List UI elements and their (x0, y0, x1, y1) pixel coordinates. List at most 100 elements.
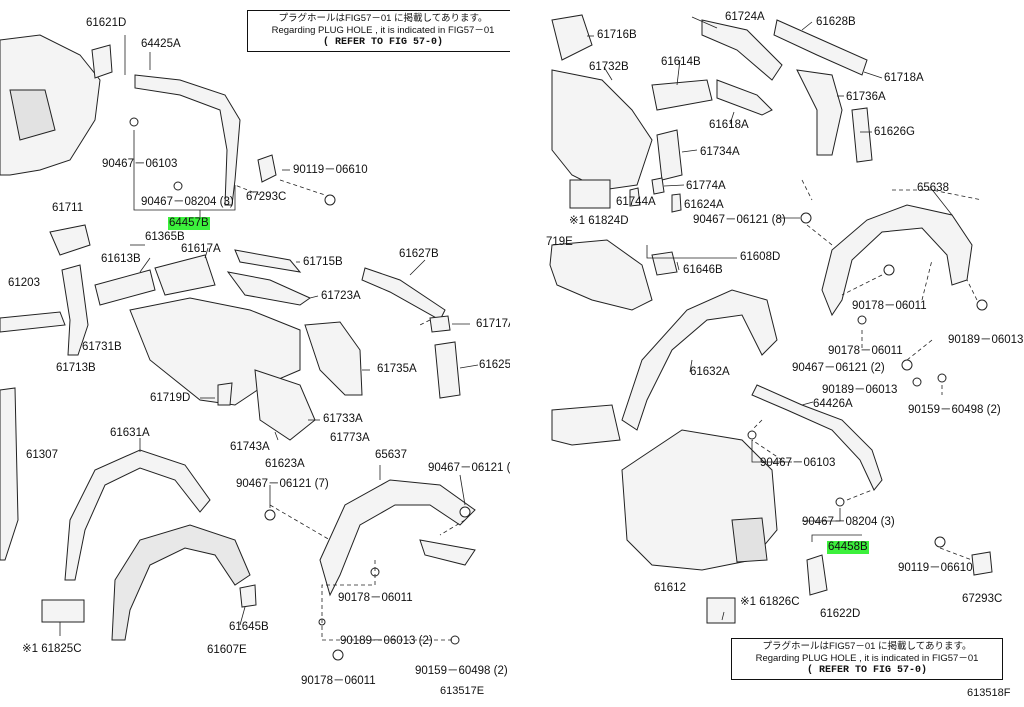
part-label[interactable]: 61621D (86, 17, 127, 29)
part-label[interactable]: 61713B (56, 362, 96, 374)
part-label[interactable]: 90467－08204 (3) (802, 516, 895, 528)
cap-67293c-part (971, 551, 993, 576)
clip-90467-06121-fastener (264, 509, 276, 521)
brace-61715b-part (234, 249, 302, 273)
part-label[interactable]: 61736A (846, 91, 886, 103)
part-label[interactable]: 61743A (230, 441, 270, 453)
bracket-61622d-part (806, 554, 828, 596)
part-label[interactable]: 61365B (145, 231, 185, 243)
part-label[interactable]: 61724A (725, 11, 765, 23)
part-label[interactable]: 61631A (110, 427, 150, 439)
part-label[interactable]: 67293C (962, 593, 1003, 605)
part-label[interactable]: 61732B (589, 61, 629, 73)
part-label[interactable]: 90189－06013 (948, 334, 1024, 346)
part-label[interactable]: 90189－06013 (2) (340, 635, 433, 647)
part-label[interactable]: 61203 (8, 277, 40, 289)
part-label[interactable]: 90178－06011 (301, 675, 376, 687)
part-label[interactable]: 61623A (265, 458, 305, 470)
bracket-61645b-part (239, 584, 257, 608)
part-label[interactable]: 90119－06610 (898, 562, 973, 574)
part-label[interactable]: 61608D (740, 251, 781, 263)
liner-65638-part (821, 204, 973, 317)
part-label[interactable]: 61628B (816, 16, 856, 28)
part-label[interactable]: 61614B (661, 56, 701, 68)
part-label[interactable]: 90467－06103 (760, 457, 836, 469)
part-label[interactable]: 90467－08204 (3) (141, 196, 234, 208)
part-label[interactable]: 61622D (820, 608, 861, 620)
part-label[interactable]: 61711 (52, 202, 84, 214)
part-label[interactable]: 67293C (246, 191, 287, 203)
part-label[interactable]: 719E (546, 236, 573, 248)
part-label[interactable]: 61733A (323, 413, 363, 425)
part-label[interactable]: 61735A (377, 363, 417, 375)
note-reference-text: ( REFER TO FIG 57-0) (322, 37, 444, 48)
part-label[interactable]: 61734A (700, 146, 740, 158)
part-label[interactable]: 61716B (597, 29, 637, 41)
gutter-64426a-part (751, 384, 883, 491)
part-label[interactable]: 64425A (141, 38, 181, 50)
plug-hole-note: プラグホールはFIG57－01 に掲載してあります。 Regarding PLU… (731, 638, 1003, 680)
part-label[interactable]: 61613B (101, 253, 141, 265)
part-label[interactable]: 61632A (690, 366, 730, 378)
figure-id-label: 613518F (967, 687, 1011, 699)
part-label[interactable]: 90159－60498 (2) (908, 404, 1001, 416)
part-label[interactable]: 90467－06121 (8) (693, 214, 786, 226)
part-label[interactable]: 90467－06103 (102, 158, 178, 170)
part-label[interactable]: 61627B (399, 248, 439, 260)
part-label[interactable]: 90467－06121 (2) (792, 362, 885, 374)
part-label[interactable]: 90189－06013 (822, 384, 898, 396)
part-label[interactable]: 61719D (150, 392, 191, 404)
panel-61732b-part (551, 69, 653, 191)
part-label[interactable]: ※1 61824D (569, 215, 629, 227)
part-label[interactable]: 61774A (686, 180, 726, 192)
part-label[interactable]: 90467－06121 (7) (236, 478, 329, 490)
part-label[interactable]: 61625G (479, 359, 512, 371)
part-label[interactable]: 61645B (229, 621, 269, 633)
part-label[interactable]: 61715B (303, 256, 343, 268)
part-label[interactable]: ※1 61825C (22, 643, 82, 655)
part-label[interactable]: 90159－60498 (2) (415, 665, 508, 677)
part-label[interactable]: ※1 61826C (740, 596, 800, 608)
part-label[interactable]: 61307 (26, 449, 58, 461)
part-label[interactable]: 64426A (813, 398, 853, 410)
clip-90189-06013b-fastener (912, 377, 922, 387)
part-label[interactable]: 61618A (709, 119, 749, 131)
part-label[interactable]: 61744A (616, 196, 656, 208)
note-reference-text: ( REFER TO FIG 57-0) (806, 665, 928, 676)
part-label[interactable]: 61717A (476, 318, 512, 330)
note-japanese-text: プラグホールはFIG57－01 に掲載してあります。 (278, 13, 488, 24)
part-label-highlighted[interactable]: 64457B (168, 217, 210, 230)
clip-90467-06103-fastener (129, 117, 139, 127)
left-diagram-panel: プラグホールはFIG57－01 に掲載してあります。 Regarding PLU… (0, 10, 512, 697)
part-label[interactable]: 90467－06121 (2) (428, 462, 512, 474)
note-english-text: Regarding PLUG HOLE , it is indicated in… (271, 25, 495, 36)
clip-90467-06121-2-fastener (459, 506, 471, 518)
bracket-61719d-part (217, 382, 233, 406)
brace-61628b-part (773, 19, 868, 76)
part-label[interactable]: 90119－06610 (293, 164, 368, 176)
part-label[interactable]: 90178－06011 (852, 300, 927, 312)
part-label[interactable]: 61646B (683, 264, 723, 276)
bracket-61621d-part (91, 44, 113, 79)
bracket-61716b-part (551, 14, 593, 61)
part-label[interactable]: 61723A (321, 290, 361, 302)
part-label[interactable]: 90178－06011 (338, 592, 413, 604)
part-label[interactable]: 61731B (82, 341, 122, 353)
panel-61608d-part (549, 239, 653, 311)
part-label[interactable]: 61624A (684, 199, 724, 211)
part-label[interactable]: 61626G (874, 126, 915, 138)
part-label[interactable]: 61607E (207, 644, 247, 656)
bracket-61624a-part (671, 193, 682, 213)
part-label[interactable]: 65637 (375, 449, 407, 461)
part-label[interactable]: 61612 (654, 582, 686, 594)
part-label[interactable]: 61773A (330, 432, 370, 444)
part-label[interactable]: 90178－06011 (828, 345, 903, 357)
part-label[interactable]: 65638 (917, 182, 949, 194)
screw-90119-06610-fastener (934, 536, 946, 548)
part-label-highlighted[interactable]: 64458B (827, 541, 869, 554)
part-label[interactable]: 61718A (884, 72, 924, 84)
part-label[interactable]: 61617A (181, 243, 221, 255)
bolt-90159-60498-fastener (937, 373, 947, 383)
brace-61614b-part (651, 79, 713, 111)
clip-90467-06103-fastener (747, 430, 757, 440)
